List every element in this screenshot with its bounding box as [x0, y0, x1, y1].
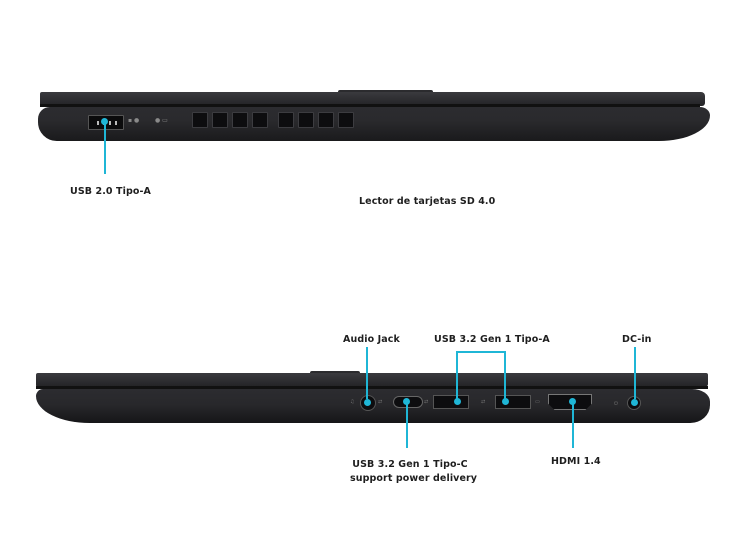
usb2-callout-line	[104, 122, 106, 174]
indicator-light-icon: ▪ ●	[128, 117, 140, 124]
usb-c-icon: ⇄	[378, 399, 383, 405]
laptop-lid-right-view	[36, 373, 708, 387]
ss-usb-icon: ⇄	[424, 399, 429, 405]
laptop-base-left-view	[38, 107, 710, 141]
usb3a-callout-bracket	[456, 351, 506, 353]
sd-card-slot-icon: ● ▭	[155, 117, 168, 124]
lid-gap	[36, 386, 708, 389]
dcin-callout-line	[634, 347, 636, 399]
audio-jack-label: Audio Jack	[343, 334, 400, 345]
vent-slot	[278, 112, 294, 128]
laptop-lid-left-view	[40, 92, 705, 106]
vent-slot	[338, 112, 354, 128]
vent-slot	[318, 112, 334, 128]
usbc-callout-line	[406, 402, 408, 448]
vent-slot	[212, 112, 228, 128]
audio-callout-line	[366, 347, 368, 399]
usb-c-label-line1: USB 3.2 Gen 1 Tipo-C	[352, 459, 468, 470]
usb2-callout-dot	[101, 118, 108, 125]
dcin-callout-dot	[631, 399, 638, 406]
usb3-type-a-label: USB 3.2 Gen 1 Tipo-A	[434, 334, 550, 345]
usb3a-callout-dot-2	[502, 398, 509, 405]
usb3a-callout-line-2	[504, 352, 506, 401]
usb3a-callout-line-1	[456, 352, 458, 401]
usb3a-callout-dot-1	[454, 398, 461, 405]
vent-slot	[252, 112, 268, 128]
lid-gap	[40, 104, 700, 107]
power-icon: ⏻	[614, 401, 618, 407]
vent-slot	[192, 112, 208, 128]
usb2-label: USB 2.0 Tipo-A	[70, 186, 151, 197]
hdmi-callout-line	[572, 402, 574, 448]
usb-c-label-line2: support power delivery	[350, 473, 478, 484]
hdmi-icon: ▭	[535, 399, 540, 405]
vent-slot	[232, 112, 248, 128]
usb3-type-a-port-1	[433, 395, 469, 409]
ss-usb-icon: ⇄	[481, 399, 486, 405]
hdmi-label: HDMI 1.4	[551, 456, 601, 467]
usb3-type-a-port-2	[495, 395, 531, 409]
audio-callout-dot	[364, 399, 371, 406]
sd-reader-label: Lector de tarjetas SD 4.0	[359, 196, 496, 207]
vent-slot	[298, 112, 314, 128]
dc-in-label: DC-in	[622, 334, 652, 345]
hdmi-callout-dot	[569, 398, 576, 405]
usbc-callout-dot	[403, 398, 410, 405]
headphone-icon: ♫	[350, 399, 355, 405]
